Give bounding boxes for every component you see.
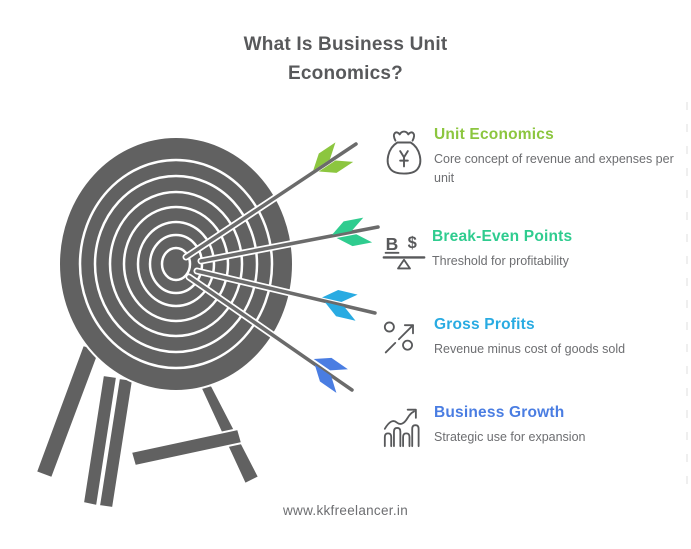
fletching-cyan: [321, 289, 358, 321]
list-item-unit-economics: Unit Economics Core concept of revenue a…: [383, 124, 683, 188]
page-title-line2: Economics?: [288, 63, 403, 85]
target-board: [58, 136, 294, 392]
fletching-teal: [331, 217, 373, 247]
item-description: Revenue minus cost of goods sold: [434, 342, 626, 356]
balance-scale-icon: B $: [381, 226, 427, 272]
svg-text:$: $: [408, 233, 417, 252]
svg-text:B: B: [386, 234, 399, 254]
arrow-teal: [197, 217, 382, 265]
item-description: Core concept of revenue and expenses per…: [434, 152, 674, 185]
target-stand: [34, 343, 261, 510]
money-bag-icon: [383, 124, 429, 178]
list-item-break-even-points: B $ Break-Even Points Threshold for prof…: [381, 226, 681, 272]
item-description: Threshold for profitability: [432, 254, 569, 268]
right-edge-dashes: [686, 102, 688, 494]
fletching-green: [313, 142, 354, 173]
page-title: What Is Business Unit Economics?: [0, 30, 691, 89]
arrow-cyan: [193, 267, 379, 321]
item-heading: Gross Profits: [434, 316, 535, 333]
list-item-gross-profits: Gross Profits Revenue minus cost of good…: [383, 314, 683, 359]
fletching-blue: [313, 357, 348, 393]
arrows: [182, 140, 382, 394]
page-title-line1: What Is Business Unit: [243, 34, 448, 55]
item-heading: Unit Economics: [434, 126, 554, 143]
arrow-blue: [185, 273, 356, 394]
footer-website: www.kkfreelancer.in: [283, 503, 408, 518]
item-heading: Break-Even Points: [432, 228, 573, 245]
item-heading: Business Growth: [434, 404, 565, 421]
item-description: Strategic use for expansion: [434, 430, 586, 444]
arrow-green: [182, 140, 360, 261]
bar-chart-arrow-icon: [383, 402, 429, 448]
growth-arrow-icon: [383, 314, 429, 356]
list-item-business-growth: Business Growth Strategic use for expans…: [383, 402, 683, 448]
